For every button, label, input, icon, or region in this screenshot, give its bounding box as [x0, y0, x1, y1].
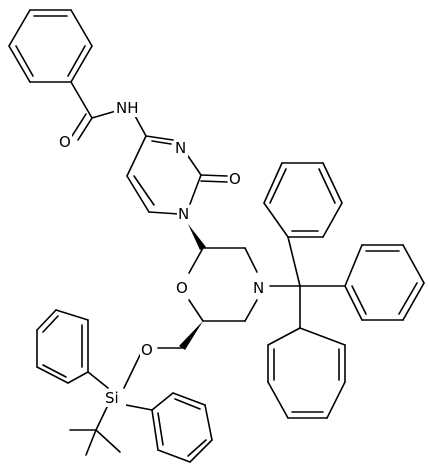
bond-ring-carbonyl — [70, 81, 93, 119]
stereo-wedge-c6 — [179, 321, 203, 350]
atom-label-pyrimidine-n1: N — [178, 205, 189, 223]
trityl-phenyl-ring-right — [299, 244, 425, 321]
pyrimidinone-ring — [126, 135, 202, 215]
atom-label-carbonyl-o2: O — [229, 170, 241, 188]
atom-label-amide-o: O — [59, 133, 71, 151]
trityl-phenyl-ring-bottom — [267, 285, 346, 419]
trityl-phenyl-ring-top — [263, 162, 343, 287]
morpholine-ring — [188, 247, 258, 322]
bond-c2-o-double — [200, 180, 228, 183]
bond-carbonyl-nh — [91, 110, 117, 119]
benzoyl-phenyl-ring — [8, 9, 93, 83]
atom-label-morpholine-o: O — [176, 279, 188, 297]
atom-label-pyrimidine-n3: N — [175, 139, 186, 157]
atom-label-amide-n: NH — [116, 99, 139, 117]
stereo-wedge-n1 — [188, 224, 206, 250]
bond-c2-o — [200, 174, 228, 177]
bond-nh-c4 — [133, 113, 147, 137]
silyl-phenyl-ring-left — [36, 309, 109, 389]
atom-label-silicon: Si — [105, 389, 119, 407]
atom-label-morpholine-n: N — [253, 279, 264, 297]
bond-o-si — [123, 354, 141, 389]
silyl-phenyl-ring-right — [125, 392, 213, 463]
bond-carbonyl-c-o-double — [71, 113, 87, 137]
bond-carbonyl-c-o — [77, 117, 93, 141]
tert-butyl-group — [69, 404, 121, 456]
atom-label-ether-o: O — [141, 341, 153, 359]
